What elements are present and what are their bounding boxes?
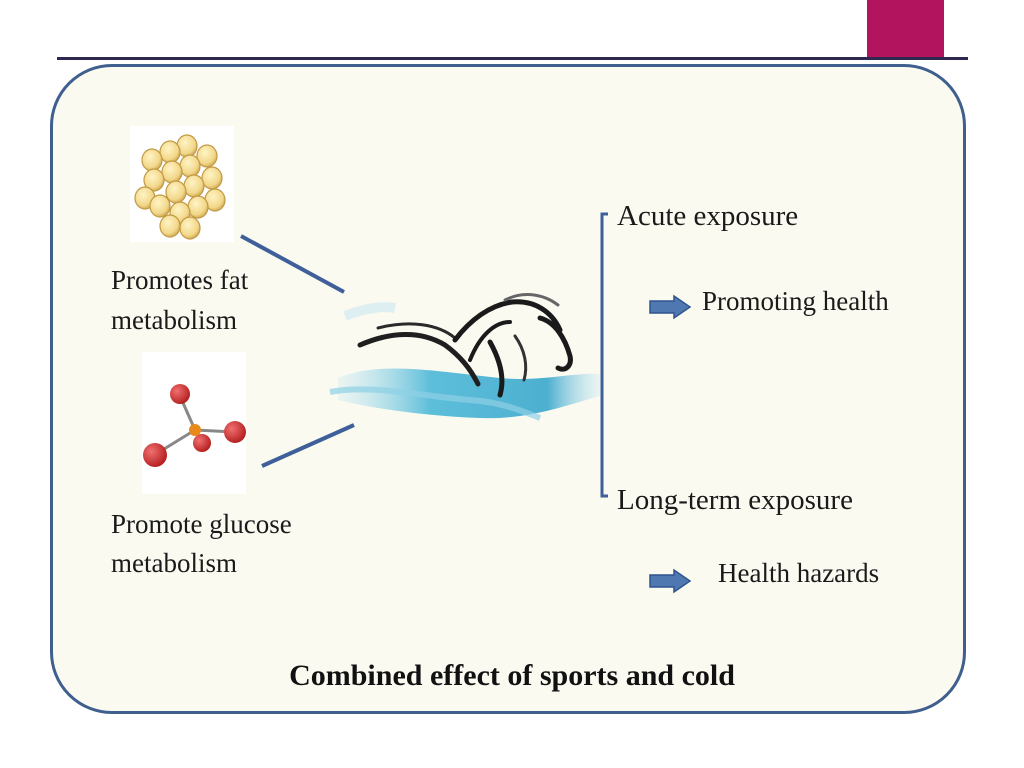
right-arrow-icon (649, 568, 692, 594)
fat-cells-icon (130, 126, 234, 242)
glucose-molecule-icon (142, 352, 246, 494)
swimmer-icon (329, 293, 600, 421)
connector-line-glucose (261, 423, 355, 468)
fat-label-line1: Promotes fat (111, 265, 249, 295)
fat-label-line2: metabolism (111, 305, 237, 335)
longterm-effect-label: Health hazards (718, 558, 880, 588)
exposure-bracket (600, 212, 608, 498)
accent-block (867, 0, 944, 60)
glucose-label-line1: Promote glucose (111, 509, 292, 539)
glucose-label-line2: metabolism (111, 548, 237, 578)
longterm-exposure-label: Long-term exposure (617, 484, 853, 516)
connector-line-fat (240, 234, 345, 294)
right-arrow-icon (649, 294, 692, 320)
top-rule (57, 57, 968, 60)
acute-exposure-label: Acute exposure (617, 200, 799, 232)
diagram-title: Combined effect of sports and cold (289, 659, 735, 692)
acute-effect-label: Promoting health (702, 286, 889, 316)
